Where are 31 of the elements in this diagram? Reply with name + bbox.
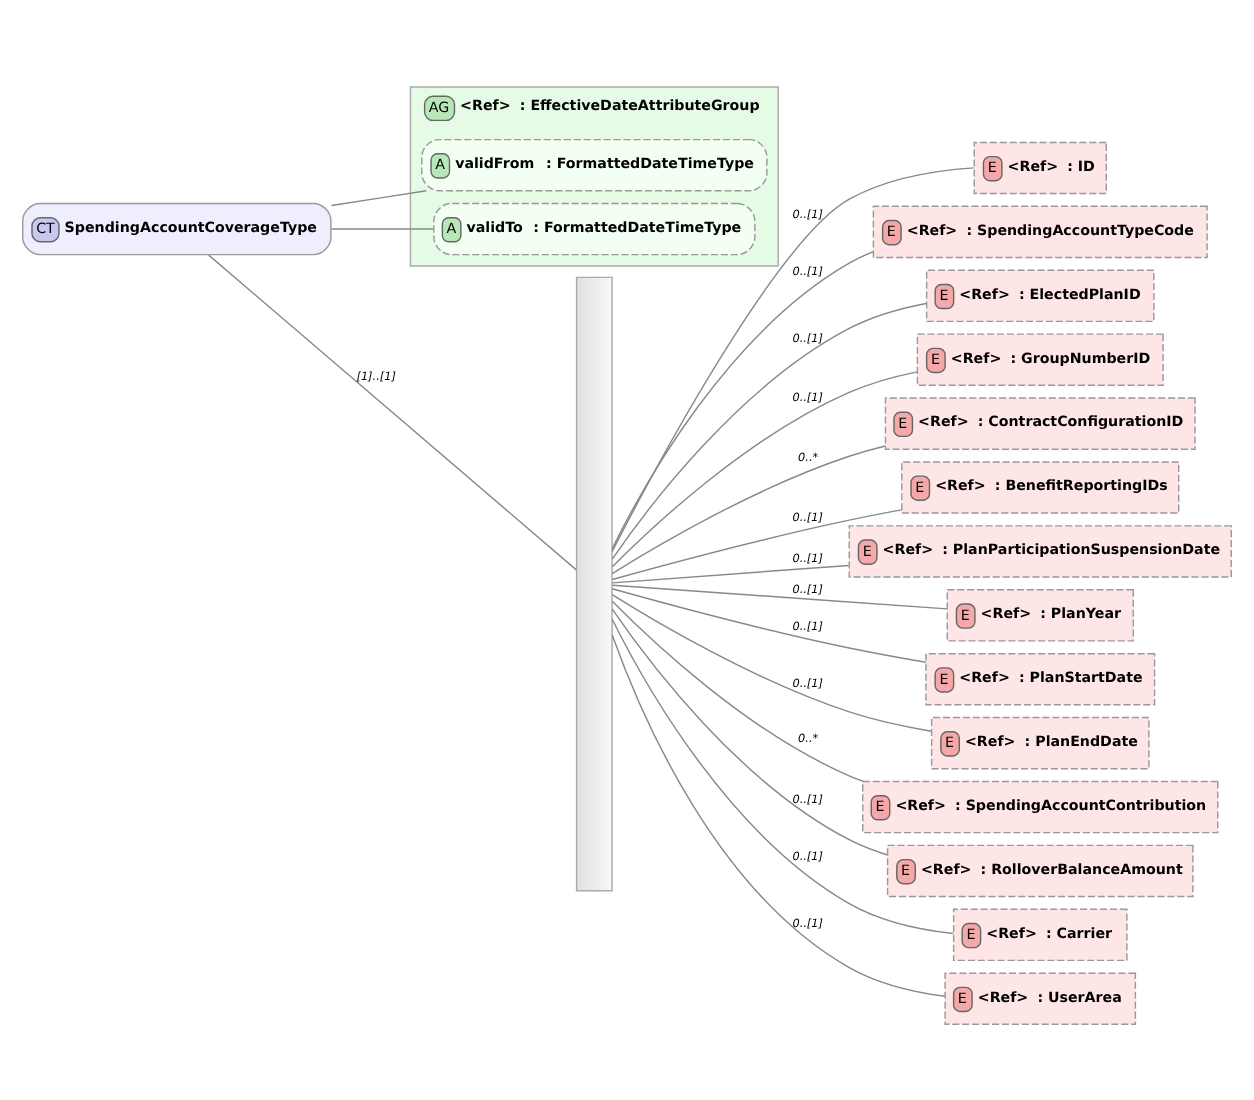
connector (611, 593, 932, 732)
node-box: E <Ref> : ElectedPlanID (925, 269, 1155, 323)
node-box: E <Ref> : PlanYear (946, 589, 1134, 642)
node-box: E <Ref> : Carrier (952, 908, 1128, 962)
node-bar (575, 276, 613, 892)
connector (611, 584, 948, 610)
connector (611, 167, 975, 553)
connector (208, 254, 577, 571)
node-box: A validTo : FormattedDateTimeType (433, 202, 756, 256)
node-box: A validFrom : FormattedDateTimeType (421, 138, 768, 192)
node-box: E <Ref> : PlanParticipationSuspensionDate (848, 525, 1232, 578)
node-box: E <Ref> : PlanEndDate (930, 716, 1150, 770)
connector (611, 634, 946, 997)
connector (611, 564, 850, 584)
node-box: E <Ref> : ID (973, 141, 1107, 195)
connector (611, 445, 886, 575)
node-box: E <Ref> : BenefitReportingIDs (901, 461, 1180, 514)
node-box: CT SpendingAccountCoverageType (22, 202, 332, 256)
node-box: E <Ref> : UserArea (944, 972, 1137, 1026)
connector (330, 228, 435, 230)
node-box: E <Ref> : GroupNumberID (916, 333, 1164, 386)
node-box: E <Ref> : SpendingAccountContribution (862, 780, 1219, 834)
connector (330, 190, 428, 207)
node-box: E <Ref> : SpendingAccountTypeCode (872, 205, 1208, 259)
connector (611, 588, 927, 663)
node-box: E <Ref> : ContractConfigurationID (884, 397, 1196, 450)
connector (611, 509, 903, 581)
connector (611, 251, 874, 550)
node-box: E <Ref> : PlanStartDate (925, 652, 1156, 706)
node-box: E <Ref> : RolloverBalanceAmount (886, 844, 1194, 898)
connector (611, 600, 865, 783)
